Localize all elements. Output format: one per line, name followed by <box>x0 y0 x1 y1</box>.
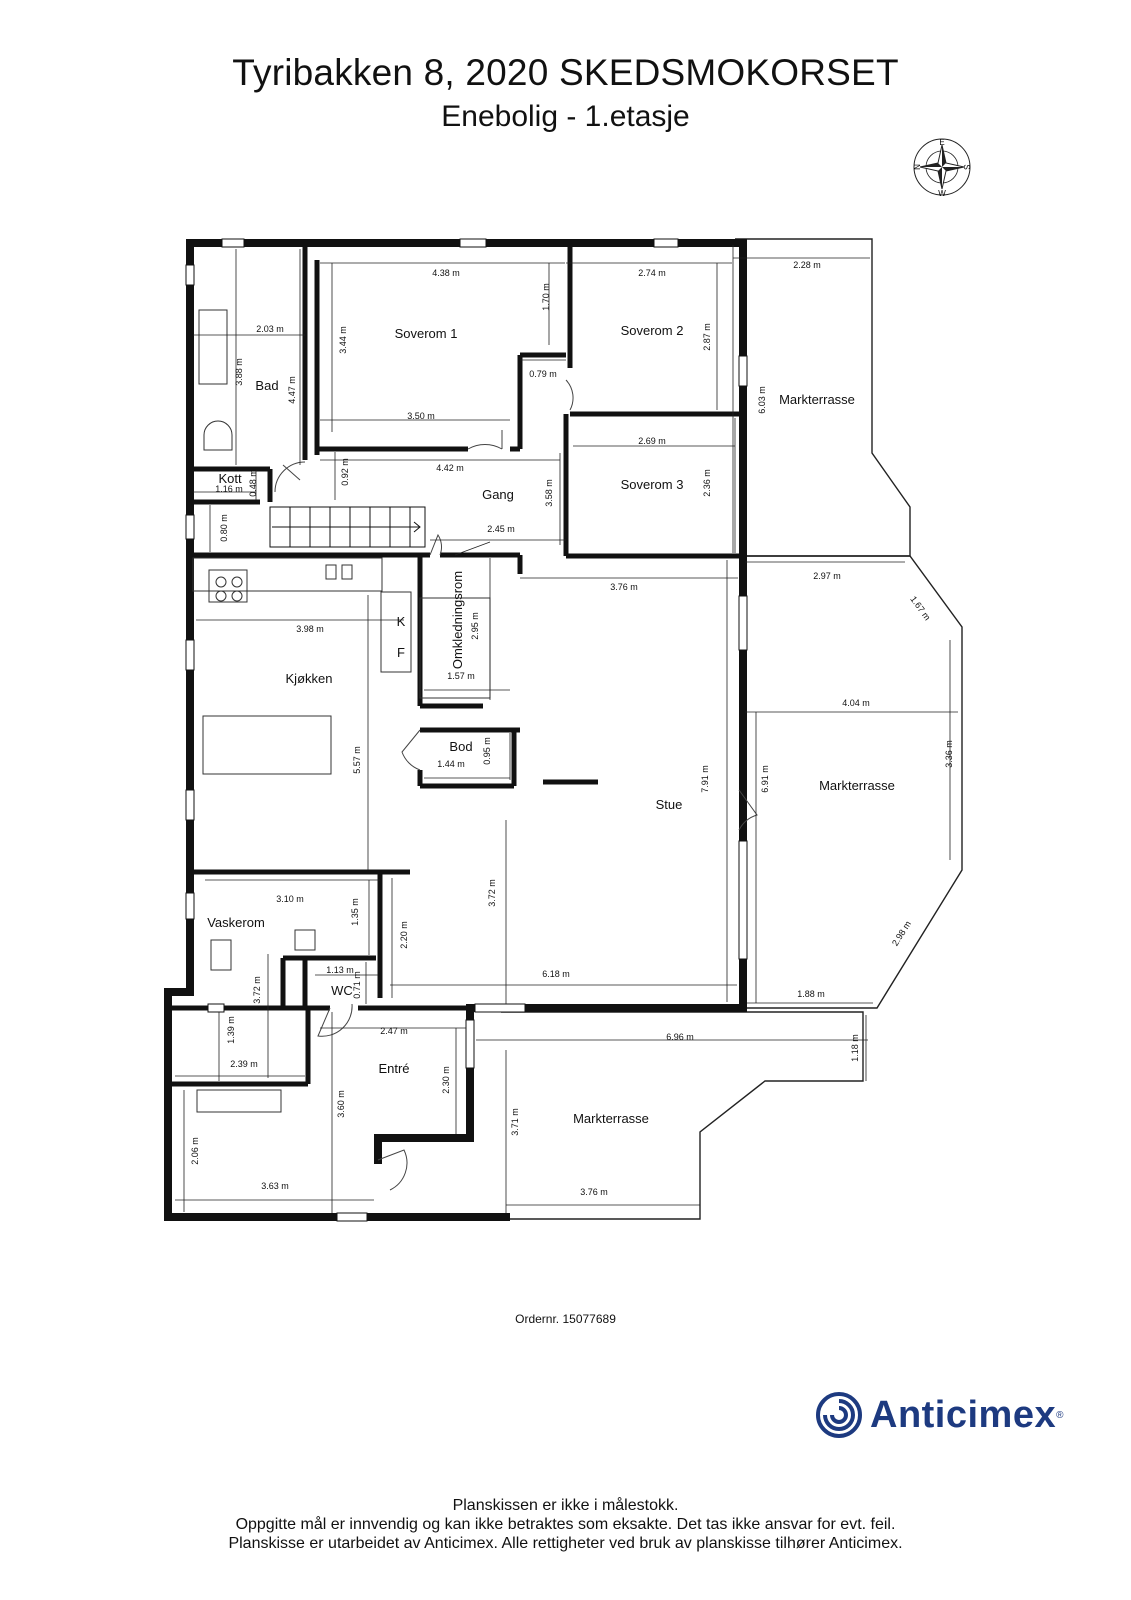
room-soverom-1: Soverom 1 <box>395 326 458 341</box>
dim-label: 7.91 m <box>700 765 710 793</box>
dimension-lines <box>175 245 958 1213</box>
room-kjokken: Kjøkken <box>286 671 333 686</box>
room-soverom-3: Soverom 3 <box>621 477 684 492</box>
compass-letter-e: E <box>939 138 944 147</box>
fridge-label: K <box>397 614 406 629</box>
dim-label: 5.57 m <box>352 746 362 774</box>
room-bad: Bad <box>255 378 278 393</box>
dim-label: 0.95 m <box>482 737 492 765</box>
dim-label: 2.87 m <box>702 323 712 351</box>
interior-walls <box>171 246 740 1087</box>
dim-label: 2.39 m <box>230 1059 258 1069</box>
footer-line-3: Planskisse er utarbeidet av Anticimex. A… <box>228 1535 903 1552</box>
dim-label: 2.06 m <box>190 1137 200 1165</box>
dim-label: 1.13 m <box>326 965 354 975</box>
room-kott: Kott <box>218 471 242 486</box>
dim-label: 3.50 m <box>407 411 435 421</box>
dim-label: 3.72 m <box>252 976 262 1004</box>
room-markterrasse-top: Markterrasse <box>779 392 855 407</box>
room-vaskerom: Vaskerom <box>207 915 265 930</box>
room-stue: Stue <box>656 797 683 812</box>
plan-subtitle: Enebolig - 1.etasje <box>441 100 690 133</box>
dim-label: 1.39 m <box>226 1016 236 1044</box>
dim-label: 0.79 m <box>529 369 557 379</box>
anticimex-logo-icon <box>816 1392 862 1438</box>
dim-label: 0.80 m <box>219 514 229 542</box>
dim-label: 0.48 m <box>248 469 258 497</box>
dim-label: 1.88 m <box>797 989 825 999</box>
dim-label: 6.91 m <box>760 765 770 793</box>
dim-label: 4.47 m <box>287 376 297 404</box>
dim-label: 0.92 m <box>340 458 350 486</box>
windows <box>185 238 748 1222</box>
dim-label: 2.28 m <box>793 260 821 270</box>
dim-label: 1.70 m <box>541 283 551 311</box>
dim-label: 2.45 m <box>487 524 515 534</box>
compass-letter-n: N <box>913 164 922 170</box>
dim-label: 1.35 m <box>350 898 360 926</box>
footer-line-1: Planskissen er ikke i målestokk. <box>452 1497 679 1514</box>
anticimex-logo: Anticimex ® <box>816 1390 1064 1440</box>
dim-label: 1.16 m <box>215 484 243 494</box>
dim-label: 2.98 m <box>890 919 913 948</box>
dim-label: 3.63 m <box>261 1181 289 1191</box>
dim-label: 1.18 m <box>850 1034 860 1062</box>
terrace-outlines <box>501 238 963 1220</box>
dim-label: 6.18 m <box>542 969 570 979</box>
dim-label: 4.38 m <box>432 268 460 278</box>
logo-text: Anticimex <box>870 1393 1057 1436</box>
dim-label: 3.60 m <box>336 1090 346 1118</box>
room-gang: Gang <box>482 487 514 502</box>
dim-label: 2.30 m <box>441 1066 451 1094</box>
dim-label: 3.44 m <box>338 326 348 354</box>
dim-label: 2.69 m <box>638 436 666 446</box>
room-labels: Bad Kott Soverom 1 Soverom 2 Soverom 3 G… <box>207 323 895 1126</box>
compass-letter-w: W <box>938 189 946 198</box>
footer-line-2: Oppgitte mål er innvendig og kan ikke be… <box>235 1516 896 1533</box>
logo-registered-mark: ® <box>1056 1409 1064 1421</box>
dim-label: 3.58 m <box>544 479 554 507</box>
dim-label: 3.72 m <box>487 879 497 907</box>
compass-rose-icon: N E S W <box>913 138 971 198</box>
dim-label: 3.36 m <box>944 740 954 768</box>
dim-label: 6.03 m <box>757 386 767 414</box>
room-omkledningsrom: Omkledningsrom <box>450 571 465 669</box>
dim-label: 3.98 m <box>296 624 324 634</box>
compass-letter-s: S <box>962 164 971 169</box>
plan-title: Tyribakken 8, 2020 SKEDSMOKORSET <box>232 52 899 93</box>
dim-label: 1.44 m <box>437 759 465 769</box>
dim-label: 2.97 m <box>813 571 841 581</box>
staircase <box>269 506 426 548</box>
dim-label: 2.95 m <box>470 612 480 640</box>
dim-label: 3.76 m <box>580 1187 608 1197</box>
dim-label: 2.20 m <box>399 921 409 949</box>
dim-label: 4.42 m <box>436 463 464 473</box>
dimension-labels: 4.38 m 3.44 m 1.70 m 3.50 m 0.79 m 2.74 … <box>190 260 954 1197</box>
dim-label: 1.57 m <box>447 671 475 681</box>
dim-label: 3.88 m <box>234 358 244 386</box>
dim-label: 4.04 m <box>842 698 870 708</box>
dim-label: 2.47 m <box>380 1026 408 1036</box>
order-number: Ordernr. 15077689 <box>515 1312 616 1326</box>
room-markterrasse-bottom: Markterrasse <box>573 1111 649 1126</box>
dim-label: 1.67 m <box>908 594 932 622</box>
door-swings <box>274 379 758 1191</box>
dim-label: 3.10 m <box>276 894 304 904</box>
dim-label: 6.96 m <box>666 1032 694 1042</box>
room-wc: WC <box>331 983 353 998</box>
freezer-label: F <box>397 645 405 660</box>
room-markterrasse-right: Markterrasse <box>819 778 895 793</box>
dim-label: 3.71 m <box>510 1108 520 1136</box>
dim-label: 3.76 m <box>610 582 638 592</box>
room-soverom-2: Soverom 2 <box>621 323 684 338</box>
room-bod: Bod <box>449 739 472 754</box>
room-entre: Entré <box>378 1061 409 1076</box>
dim-label: 0.71 m <box>352 971 362 999</box>
dim-label: 2.03 m <box>256 324 284 334</box>
dim-label: 2.36 m <box>702 469 712 497</box>
dim-label: 2.74 m <box>638 268 666 278</box>
